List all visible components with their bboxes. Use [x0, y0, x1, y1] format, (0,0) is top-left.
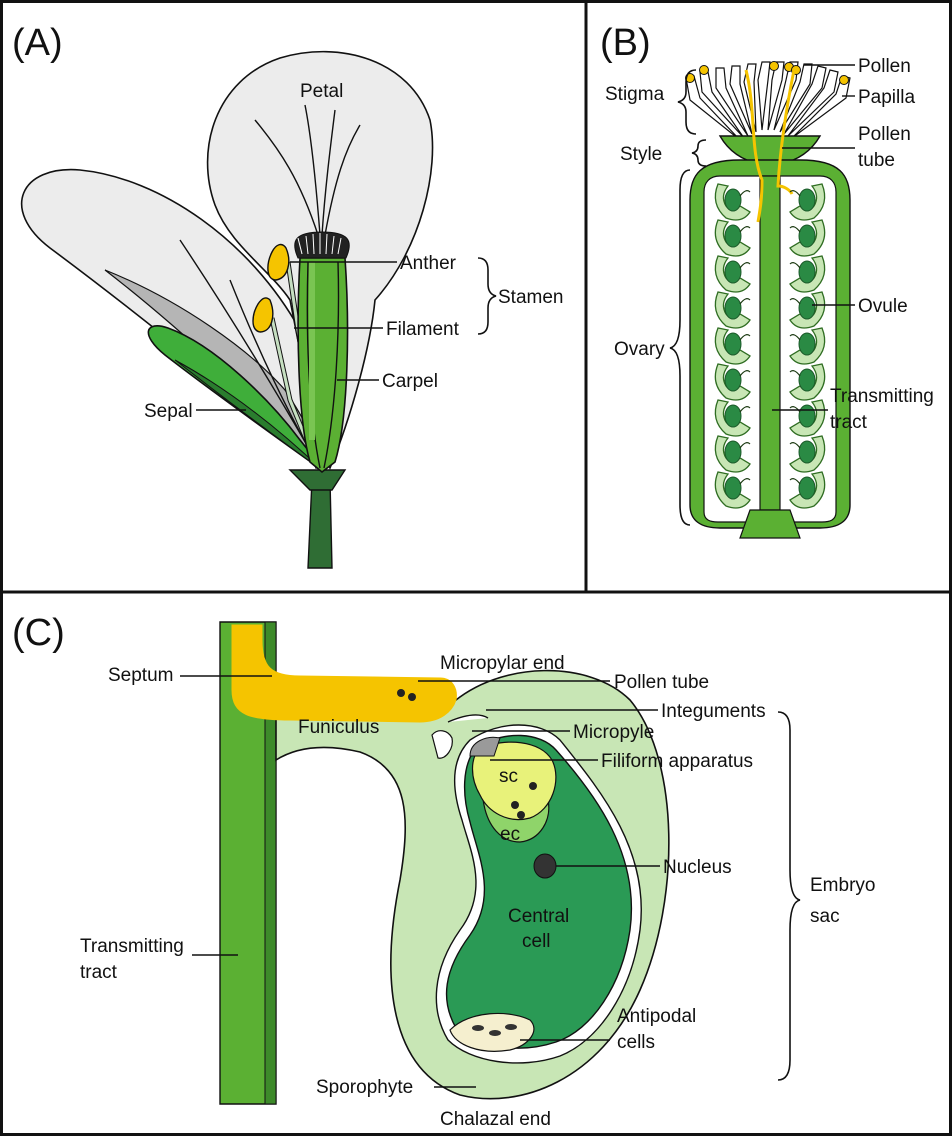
panel-c-letter: (C)	[12, 612, 65, 654]
label-pollen-tube-line1: Pollen	[858, 124, 911, 145]
label-micropylar-end: Micropylar end	[440, 653, 565, 674]
panel-c: (C) Septum Funiculus	[12, 612, 875, 1130]
stigma-a	[295, 232, 350, 258]
label-papilla: Papilla	[858, 87, 915, 108]
label-nucleus: Nucleus	[663, 857, 732, 878]
label-antipodal-line2: cells	[617, 1032, 655, 1053]
panel-a-letter: (A)	[12, 22, 63, 64]
label-antipodal-line1: Antipodal	[617, 1006, 696, 1027]
label-pollen-tube-line2: tube	[858, 150, 895, 171]
label-central-line2: cell	[522, 931, 551, 952]
septum-b	[760, 176, 780, 510]
label-sporophyte: Sporophyte	[316, 1077, 413, 1098]
panel-b: (B)	[600, 22, 934, 538]
label-ec: ec	[500, 824, 520, 845]
central-nucleus	[534, 854, 556, 878]
label-petal: Petal	[300, 81, 343, 102]
label-transmitting-b-line2: tract	[830, 412, 868, 433]
label-style: Style	[620, 144, 662, 165]
panel-a: (A) Petal	[12, 22, 563, 568]
panel-b-letter: (B)	[600, 22, 651, 64]
label-pollen: Pollen	[858, 56, 911, 77]
label-anther: Anther	[400, 253, 457, 274]
papillae	[686, 62, 850, 140]
label-transmitting-c-line1: Transmitting	[80, 936, 184, 957]
label-ovary: Ovary	[614, 339, 665, 360]
label-stamen: Stamen	[498, 287, 563, 308]
label-transmitting-b-line1: Transmitting	[830, 386, 934, 407]
label-chalazal: Chalazal end	[440, 1109, 551, 1130]
label-pollen-tube-c: Pollen tube	[614, 672, 709, 693]
label-sc: sc	[499, 766, 518, 787]
label-stigma: Stigma	[605, 84, 665, 105]
label-carpel: Carpel	[382, 371, 438, 392]
label-filament: Filament	[386, 319, 460, 340]
label-embryo-line2: sac	[810, 906, 840, 927]
stem	[308, 480, 332, 568]
label-embryo-line1: Embryo	[810, 875, 875, 896]
label-integuments: Integuments	[661, 701, 766, 722]
label-ovule: Ovule	[858, 296, 908, 317]
label-central-line1: Central	[508, 906, 569, 927]
label-sepal: Sepal	[144, 401, 193, 422]
label-micropyle: Micropyle	[573, 722, 654, 743]
label-funiculus: Funiculus	[298, 717, 379, 738]
label-septum: Septum	[108, 665, 173, 686]
carpel	[298, 258, 347, 472]
label-transmitting-c-line2: tract	[80, 962, 118, 983]
label-filiform: Filiform apparatus	[601, 751, 753, 772]
